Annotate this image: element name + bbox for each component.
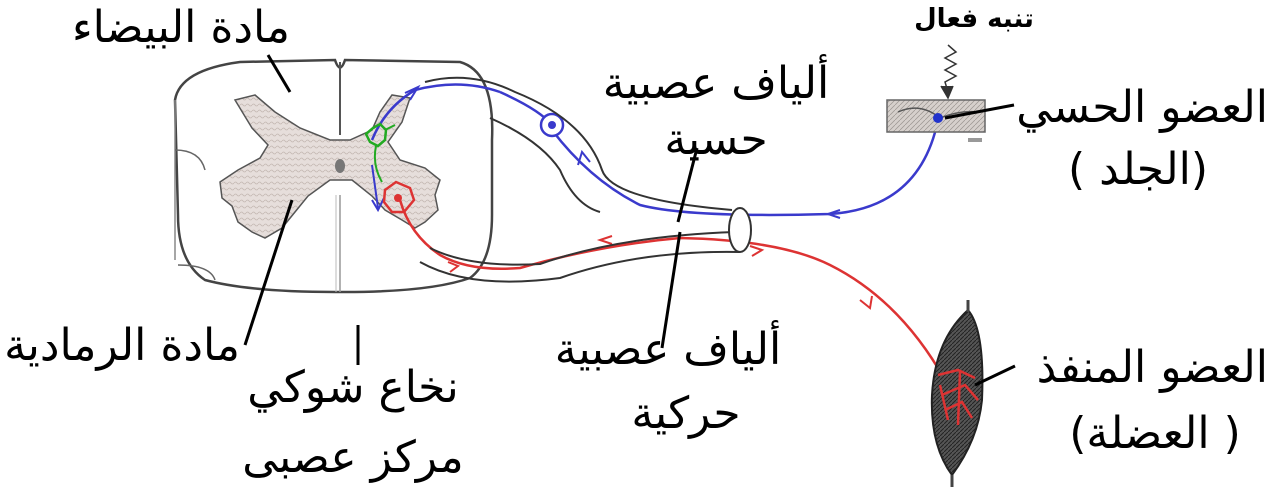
label-nerve-center: مركز عصبى bbox=[240, 436, 466, 480]
label-effector: العضو المنفذ bbox=[1010, 346, 1268, 390]
label-sensory-fibers: ألياف عصبية bbox=[596, 62, 836, 106]
label-sensory-organ: العضو الحسي bbox=[1010, 86, 1268, 130]
label-effective-stimulus: تنبه فعال bbox=[900, 6, 1048, 32]
label-sensory-fibers-2: حسية bbox=[646, 118, 786, 162]
label-gray-matter: مادة الرمادية bbox=[8, 324, 240, 368]
label-motor-fibers: ألياف عصبية bbox=[548, 328, 788, 372]
muscle-effector bbox=[932, 300, 983, 487]
stimulus-squiggle-icon bbox=[945, 45, 956, 92]
skin-receptor bbox=[887, 100, 985, 142]
central-canal bbox=[335, 159, 345, 173]
label-white-matter: مادة البيضاء bbox=[60, 6, 290, 50]
label-motor-fibers-2: حركية bbox=[616, 392, 756, 436]
label-muscle: ( العضلة) bbox=[1050, 412, 1260, 456]
label-skin: (الجلد ) bbox=[1040, 148, 1236, 192]
label-spinal-cord: نخاع شوكي bbox=[244, 366, 462, 410]
spinal-nerve-cut bbox=[729, 208, 751, 252]
